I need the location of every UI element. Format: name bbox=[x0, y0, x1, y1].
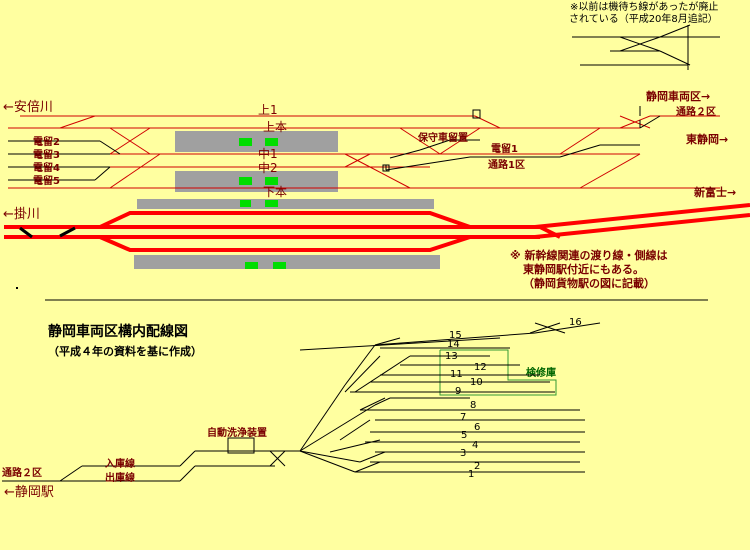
depot-track-3: 3 bbox=[460, 448, 466, 459]
depot-track-12: 12 bbox=[474, 362, 487, 373]
siding-label-4: 電留4 bbox=[33, 161, 60, 174]
signals bbox=[239, 138, 286, 269]
sidings bbox=[8, 106, 661, 181]
depot-track-15: 15 bbox=[449, 330, 462, 341]
siding-label-1: 電留1 bbox=[491, 142, 518, 155]
label-tsuro2-top: 通路２区 bbox=[676, 105, 716, 118]
depot-title: 静岡車両区構内配線図 bbox=[48, 323, 188, 340]
track-label-uehon: 上本 bbox=[263, 120, 287, 134]
note-shinkansen-line1: ※ 新幹線関連の渡り線・側線は bbox=[510, 248, 668, 262]
label-auto-wash: 自動洗浄装置 bbox=[207, 426, 267, 439]
siding-label-2: 電留2 bbox=[33, 135, 60, 148]
buffer-stop-1 bbox=[472, 109, 481, 119]
shinkansen-platform bbox=[134, 255, 440, 269]
label-shizuoka-station: ←静岡駅 bbox=[4, 485, 54, 500]
label-nyuko-line: 入庫線 bbox=[105, 457, 135, 470]
label-higashi-shizuoka: 東静岡→ bbox=[686, 132, 728, 146]
label-tsuro2-bottom: 通路２区 bbox=[2, 466, 42, 479]
platform-2 bbox=[175, 171, 338, 192]
track-label-up1: 上1 bbox=[258, 103, 278, 117]
label-abekawa: ←安倍川 bbox=[3, 100, 53, 115]
depot-track-13: 13 bbox=[445, 351, 458, 362]
depot-subtitle: （平成４年の資料を基に作成） bbox=[48, 344, 202, 358]
label-tsuro1: 通路1区 bbox=[488, 158, 525, 171]
inspection-shed-label: 検修庫 bbox=[526, 366, 556, 379]
label-shinfuji: 新富士→ bbox=[694, 185, 736, 199]
depot-tracks bbox=[2, 322, 601, 482]
dot-marker bbox=[16, 287, 18, 289]
kakegawa-junction-2 bbox=[59, 226, 76, 238]
track-label-shitahon: 下本 bbox=[263, 185, 287, 199]
depot-track-numbers: 16 15 14 13 12 11 10 9 8 7 6 5 4 3 2 1 bbox=[445, 317, 582, 480]
note-former-siding-line2: されている（平成20年8月追記） bbox=[569, 12, 718, 25]
depot-track-14: 14 bbox=[447, 339, 460, 350]
depot-track-16: 16 bbox=[569, 317, 582, 328]
buffer-stop-2 bbox=[382, 164, 390, 172]
depot-track-7: 7 bbox=[460, 412, 466, 423]
conventional-tracks bbox=[8, 115, 720, 189]
track-label-naka2: 中2 bbox=[258, 160, 278, 175]
label-kakegawa: ←掛川 bbox=[3, 207, 40, 222]
label-shizuoka-depot: 静岡車両区→ bbox=[646, 89, 710, 103]
depot-track-5: 5 bbox=[461, 430, 467, 441]
wash-facility-box bbox=[227, 437, 255, 454]
siding-label-5: 電留5 bbox=[33, 174, 60, 187]
depot-track-2: 2 bbox=[474, 461, 480, 472]
depot-track-4: 4 bbox=[472, 440, 478, 451]
depot-track-1: 1 bbox=[468, 469, 474, 480]
platform-3 bbox=[137, 199, 434, 209]
inspection-shed-outline bbox=[439, 349, 557, 396]
note-shinkansen-line3: （静岡貨物駅の図に記載） bbox=[523, 276, 655, 290]
depot-track-11: 11 bbox=[450, 369, 463, 380]
note-shinkansen-line2: 東静岡駅付近にもある。 bbox=[523, 262, 644, 276]
label-shukko-line: 出庫線 bbox=[105, 471, 135, 484]
depot-track-10: 10 bbox=[470, 377, 483, 388]
track-label-naka1: 中1 bbox=[258, 146, 278, 161]
depot-track-8: 8 bbox=[470, 400, 476, 411]
former-siding-lines bbox=[572, 24, 720, 70]
kakegawa-junction-1 bbox=[19, 226, 33, 239]
platform-1 bbox=[175, 131, 338, 152]
note-former-siding-line1: ※以前は機待ち線があったが廃止 bbox=[570, 0, 718, 13]
depot-track-6: 6 bbox=[474, 422, 480, 433]
label-maintenance-siding: 保守車留置 bbox=[417, 131, 468, 144]
siding-label-3: 電留3 bbox=[33, 148, 60, 161]
depot-track-9: 9 bbox=[455, 386, 461, 397]
shinkansen-tracks bbox=[4, 203, 750, 252]
